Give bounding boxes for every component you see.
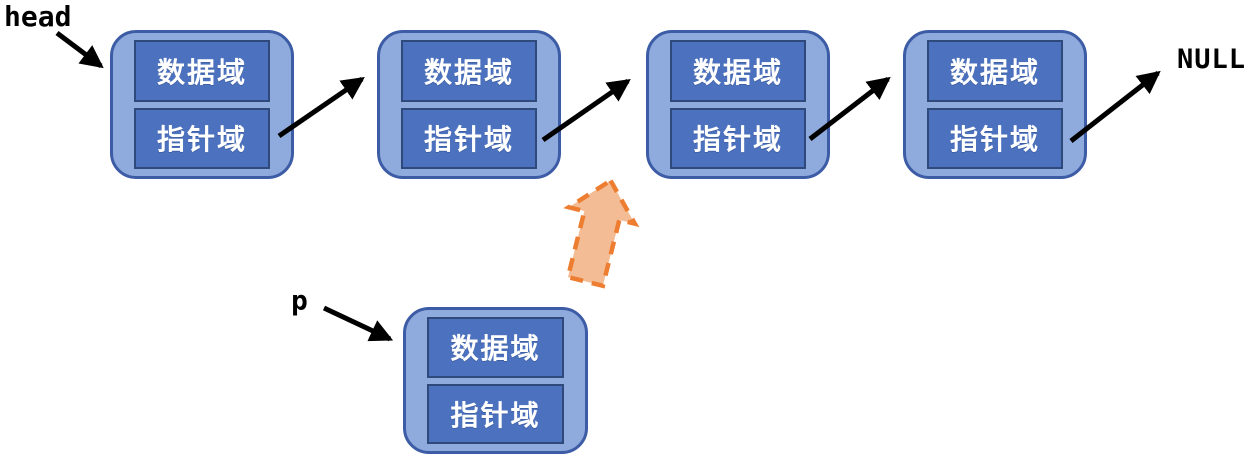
insert-block-arrow (563, 177, 640, 289)
list-node-1: 数据域 指针域 (110, 30, 294, 179)
pointer-field-cell: 指针域 (427, 383, 564, 444)
list-node-2: 数据域 指针域 (377, 30, 561, 179)
data-field-cell: 数据域 (134, 40, 270, 102)
p-pointer-label: p (291, 284, 308, 317)
arrow-p-to-new-node (322, 305, 394, 342)
list-node-3: 数据域 指针域 (646, 30, 830, 179)
null-terminator-label: NULL (1177, 44, 1247, 75)
list-node-4: 数据域 指针域 (903, 30, 1087, 179)
pointer-field-cell: 指针域 (670, 107, 806, 169)
pointer-field-cell: 指针域 (134, 107, 270, 169)
new-node-p: 数据域 指针域 (403, 307, 588, 454)
pointer-field-cell: 指针域 (401, 107, 537, 169)
data-field-cell: 数据域 (670, 40, 806, 102)
data-field-cell: 数据域 (927, 40, 1063, 102)
pointer-field-cell: 指针域 (927, 107, 1063, 169)
data-field-cell: 数据域 (427, 317, 564, 378)
arrow-head-to-node1 (55, 31, 104, 69)
data-field-cell: 数据域 (401, 40, 537, 102)
head-pointer-label: head (4, 0, 72, 33)
